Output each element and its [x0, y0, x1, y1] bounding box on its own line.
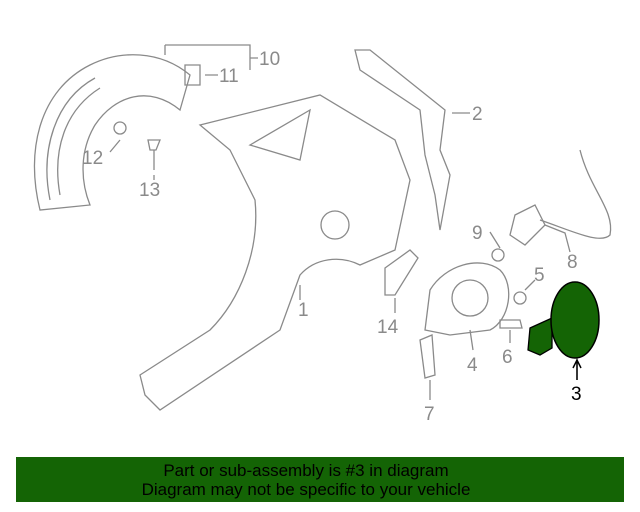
- callout-1: 1: [298, 300, 309, 321]
- banner-line-2: Diagram may not be specific to your vehi…: [141, 480, 471, 499]
- callout-6: 6: [502, 347, 513, 368]
- callout-12: 12: [82, 148, 103, 169]
- callout-5: 5: [534, 265, 545, 286]
- callout-7: 7: [424, 404, 435, 425]
- banner-line-1: Part or sub-assembly is #3 in diagram: [163, 461, 449, 480]
- actuator-part: [509, 204, 546, 246]
- callout-10: 10: [259, 49, 280, 70]
- callout-3: 3: [571, 384, 582, 405]
- fuel-door-housing-part: [424, 262, 510, 336]
- callout-4: 4: [467, 355, 478, 376]
- callout-8: 8: [567, 252, 578, 273]
- callout-11: 11: [219, 66, 239, 87]
- callout-9: 9: [472, 223, 483, 244]
- quarter-panel-part: [139, 94, 411, 411]
- callout-14: 14: [377, 317, 399, 338]
- info-banner: Part or sub-assembly is #3 in diagram Di…: [16, 457, 624, 502]
- bracket-part: [354, 49, 451, 231]
- wheel-liner-part: [33, 54, 191, 211]
- callout-13: 13: [139, 180, 160, 201]
- fuel-filler-door-part-3[interactable]: [527, 281, 600, 380]
- callout-2: 2: [472, 104, 483, 125]
